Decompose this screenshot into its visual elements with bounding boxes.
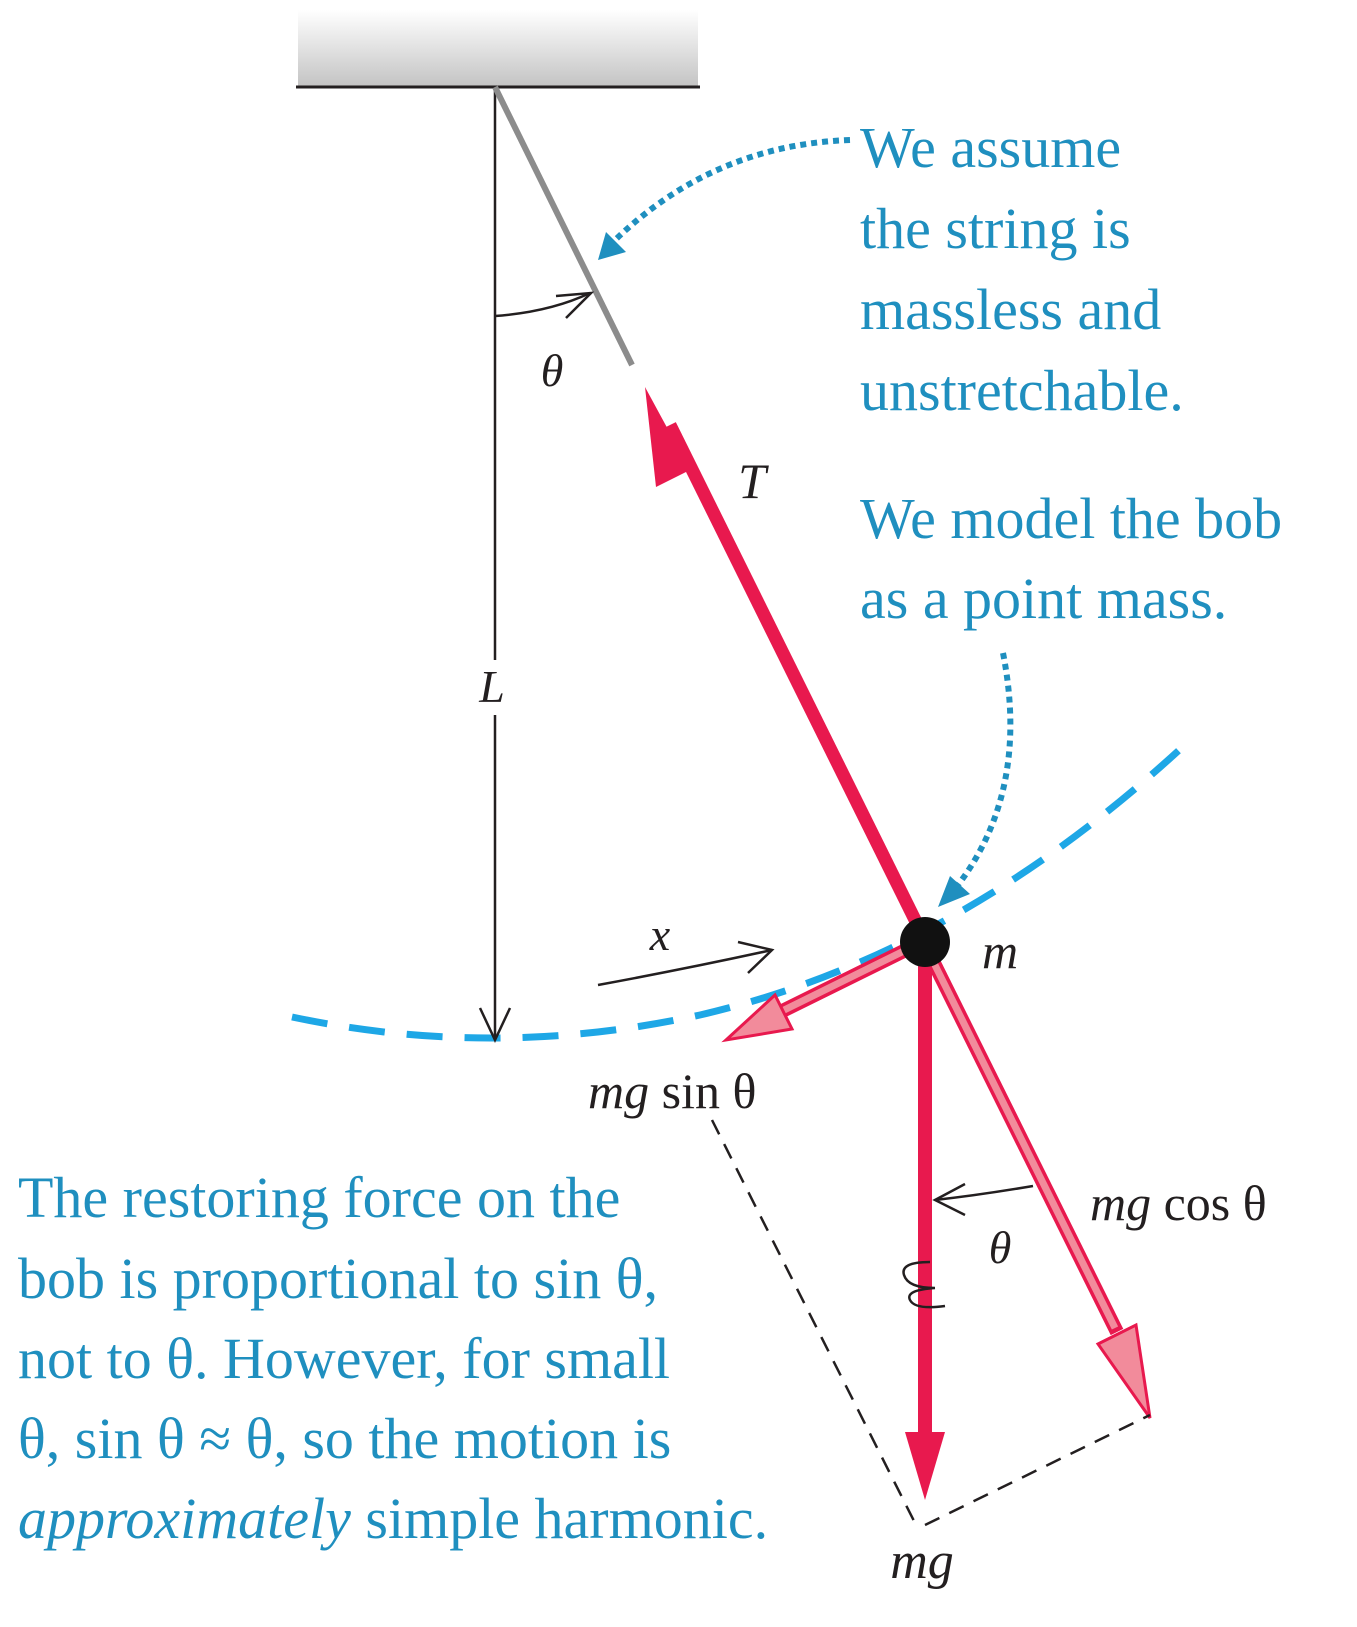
mg-cos-label-rest: cos θ bbox=[1151, 1175, 1267, 1231]
mg-cos-label: mg cos θ bbox=[1090, 1175, 1267, 1231]
pendulum-bob bbox=[900, 917, 950, 967]
theta-arc-bottom-arrowhead bbox=[932, 1182, 966, 1217]
restoring-note-line-5-italic: approximately bbox=[18, 1486, 351, 1551]
bob-path-arc bbox=[291, 737, 1193, 1042]
restoring-note-line-1: The restoring force on the bbox=[18, 1165, 620, 1230]
string-note-line-3: massless and bbox=[860, 277, 1161, 342]
mg-sin-label-rest: sin θ bbox=[649, 1063, 756, 1119]
displacement-arrowhead bbox=[737, 940, 775, 974]
bob-model-note: We model the bob as a point mass. bbox=[860, 486, 1282, 631]
string-note-line-2: the string is bbox=[860, 196, 1131, 261]
mg-sin-shaft-inner bbox=[768, 940, 920, 1021]
restoring-force-note: The restoring force on the bob is propor… bbox=[18, 1165, 768, 1551]
pendulum-string bbox=[492, 85, 635, 367]
bob-note-pointer-head bbox=[938, 876, 970, 907]
construction-line-bottom bbox=[924, 1413, 1151, 1527]
weight-arrowhead bbox=[905, 1432, 945, 1500]
theta-arc-top bbox=[494, 291, 591, 318]
theta-arc-bottom bbox=[934, 1184, 1034, 1202]
length-arrowhead bbox=[478, 1007, 512, 1043]
weight-break-symbol bbox=[902, 1260, 946, 1309]
construction-line-left bbox=[710, 1119, 918, 1526]
string-assumption-note: We assume the string is massless and uns… bbox=[860, 115, 1184, 423]
tension-label: T bbox=[738, 453, 769, 509]
string-note-line-4: unstretchable. bbox=[860, 358, 1184, 423]
ceiling-support bbox=[298, 10, 698, 86]
restoring-note-line-4: θ, sin θ ≈ θ, so the motion is bbox=[18, 1406, 671, 1471]
string-note-pointer bbox=[607, 137, 851, 248]
theta-label-bottom: θ bbox=[989, 1222, 1012, 1273]
string-note-pointer-head bbox=[598, 232, 626, 260]
mass-label: m bbox=[982, 923, 1018, 979]
mg-sin-label-italic: mg bbox=[588, 1063, 649, 1119]
tension-shaft bbox=[664, 422, 931, 943]
mg-cos-arrowhead bbox=[1095, 1322, 1152, 1419]
bob-note-line-1: We model the bob bbox=[860, 486, 1282, 551]
tension-arrowhead bbox=[645, 387, 690, 487]
weight-label: mg bbox=[890, 1533, 954, 1590]
mg-sin-label: mg sin θ bbox=[588, 1063, 756, 1119]
restoring-note-line-2: bob is proportional to sin θ, bbox=[18, 1246, 658, 1311]
theta-arc-top-arrowhead bbox=[555, 291, 595, 319]
mg-cos-shaft-inner bbox=[921, 943, 1119, 1330]
string-note-line-1: We assume bbox=[860, 115, 1121, 180]
restoring-note-line-5: approximately simple harmonic. bbox=[18, 1486, 768, 1551]
bob-note-pointer bbox=[955, 652, 1014, 887]
displacement-label: x bbox=[649, 909, 671, 960]
bob-note-line-2: as a point mass. bbox=[860, 566, 1227, 631]
theta-label-top: θ bbox=[541, 345, 564, 396]
restoring-note-line-3: not to θ. However, for small bbox=[18, 1326, 670, 1391]
displacement-arc bbox=[597, 948, 773, 987]
length-label: L bbox=[478, 661, 505, 712]
restoring-note-line-5-rest: simple harmonic. bbox=[351, 1486, 768, 1551]
mg-sin-arrowhead bbox=[721, 992, 795, 1043]
mg-cos-label-italic: mg bbox=[1090, 1175, 1151, 1231]
